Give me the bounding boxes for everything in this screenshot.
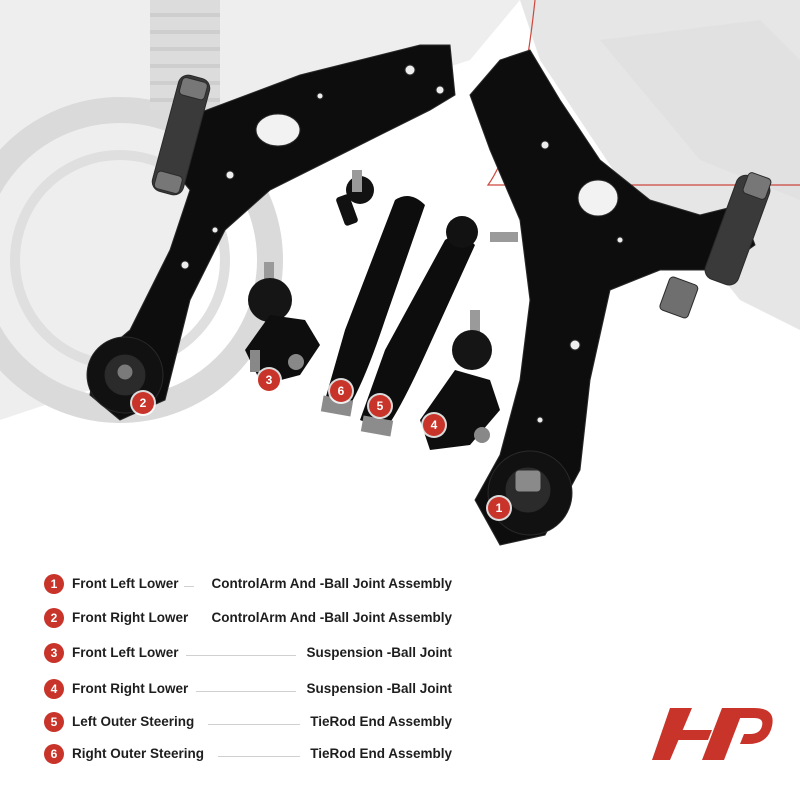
legend-right-text: TieRod End Assembly (310, 714, 452, 729)
legend-number-badge: 6 (44, 744, 64, 764)
leader-line (208, 724, 300, 725)
legend-row: 3 Front Left Lower Suspension -Ball Join… (44, 643, 464, 665)
leader-line (186, 655, 296, 656)
callout-badge-1: 1 (488, 497, 510, 519)
leader-line (184, 586, 194, 587)
tie-rod-end-part-6 (320, 170, 425, 417)
legend-left-text: Left Outer Steering (72, 714, 195, 729)
leader-line (218, 756, 300, 757)
legend-row: 2 Front Right Lower ControlArm And -Ball… (44, 608, 464, 630)
callout-badge-2: 2 (132, 392, 154, 414)
legend-number-badge: 2 (44, 608, 64, 628)
legend-number-badge: 5 (44, 712, 64, 732)
legend-row: 5 Left Outer Steering TieRod End Assembl… (44, 712, 464, 734)
legend-right-text: ControlArm And -Ball Joint Assembly (211, 576, 452, 591)
callout-badge-3: 3 (258, 369, 280, 391)
legend-right-text: Suspension -Ball Joint (306, 681, 452, 696)
leader-line (196, 691, 296, 692)
legend-left-text: Front Right Lower (72, 610, 189, 625)
product-photo: 1 2 3 4 5 6 (0, 0, 800, 546)
legend-left-text: Front Left Lower (72, 576, 179, 591)
legend-right-text: ControlArm And -Ball Joint Assembly (211, 610, 452, 625)
legend-left-text: Front Right Lower (72, 681, 189, 696)
legend-right-text: Suspension -Ball Joint (306, 645, 452, 660)
brand-logo-icon (652, 708, 776, 767)
callout-badge-4: 4 (423, 414, 445, 436)
legend-left-text: Front Left Lower (72, 645, 179, 660)
legend-left-text: Right Outer Steering (72, 746, 205, 761)
legend-row: 6 Right Outer Steering TieRod End Assemb… (44, 744, 464, 766)
tie-rod-end-part-5 (360, 216, 518, 437)
legend-number-badge: 3 (44, 643, 64, 663)
legend-number-badge: 1 (44, 574, 64, 594)
callout-badge-6: 6 (330, 380, 352, 402)
legend-number-badge: 4 (44, 679, 64, 699)
legend-right-text: TieRod End Assembly (310, 746, 452, 761)
ball-joint-part-3 (245, 262, 320, 385)
callout-badge-5: 5 (369, 395, 391, 417)
legend-row: 1 Front Left Lower ControlArm And -Ball … (44, 574, 464, 596)
control-arm-part-1 (469, 49, 772, 546)
legend-row: 4 Front Right Lower Suspension -Ball Joi… (44, 679, 464, 701)
